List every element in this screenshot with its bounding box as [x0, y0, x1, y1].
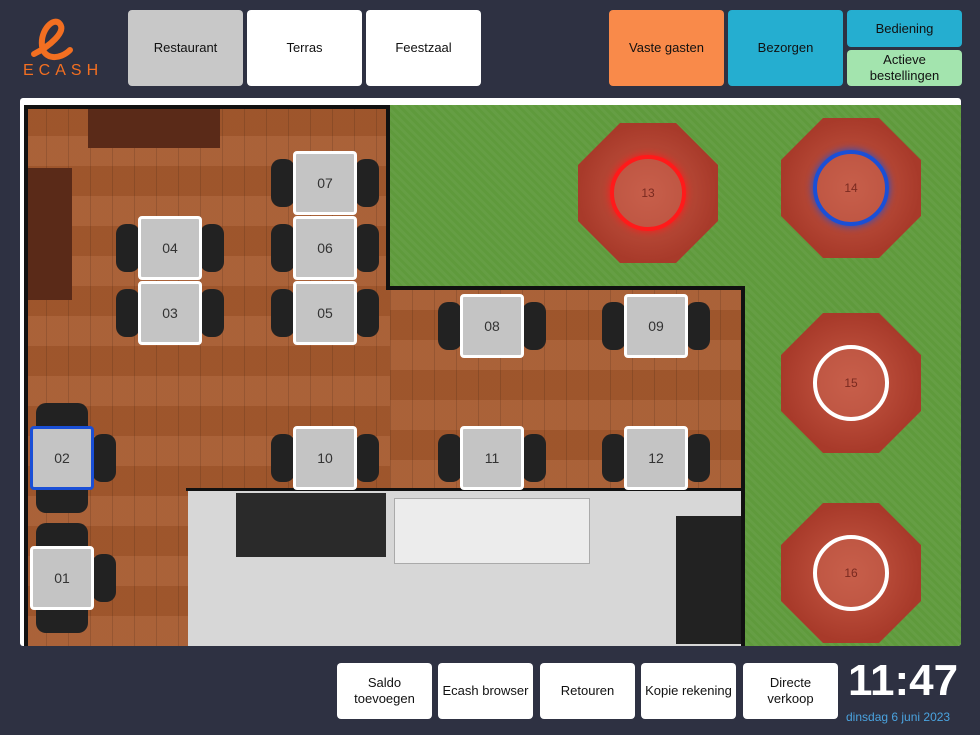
table-03[interactable]: 03 — [138, 281, 202, 345]
chair — [355, 159, 379, 207]
chair — [271, 289, 295, 337]
chair — [438, 302, 462, 350]
table-07[interactable]: 07 — [293, 151, 357, 215]
bediening-button[interactable]: Bediening — [847, 10, 962, 47]
vaste-gasten-button[interactable]: Vaste gasten — [609, 10, 724, 86]
chair — [686, 434, 710, 482]
chair — [355, 224, 379, 272]
terrace-table-15[interactable]: 15 — [781, 313, 921, 453]
chair — [271, 434, 295, 482]
side-counter — [28, 168, 72, 300]
wall — [24, 105, 390, 109]
table-06[interactable]: 06 — [293, 216, 357, 280]
table-05[interactable]: 05 — [293, 281, 357, 345]
kopie-rekening-button[interactable]: Kopie rekening — [641, 663, 736, 719]
terrace-table-13[interactable]: 13 — [578, 123, 718, 263]
logo-text: ECASH — [23, 62, 104, 79]
table-01[interactable]: 01 — [30, 546, 94, 610]
wall — [386, 105, 390, 290]
chair — [92, 554, 116, 602]
ecash-logo — [20, 16, 100, 82]
table-02[interactable]: 02 — [30, 426, 94, 490]
ecash-browser-button[interactable]: Ecash browser — [438, 663, 533, 719]
bezorgen-button[interactable]: Bezorgen — [728, 10, 843, 86]
tab-feestzaal[interactable]: Feestzaal — [366, 10, 481, 86]
directe-verkoop-button[interactable]: Directe verkoop — [743, 663, 838, 719]
wall — [386, 286, 744, 290]
tab-restaurant[interactable]: Restaurant — [128, 10, 243, 86]
clock-date: dinsdag 6 juni 2023 — [846, 710, 951, 724]
tab-terras[interactable]: Terras — [247, 10, 362, 86]
chair — [271, 159, 295, 207]
chair — [116, 289, 140, 337]
table-09[interactable]: 09 — [624, 294, 688, 358]
chair — [686, 302, 710, 350]
saldo-toevoegen-button[interactable]: Saldo toevoegen — [337, 663, 432, 719]
table-04[interactable]: 04 — [138, 216, 202, 280]
wall — [24, 105, 28, 646]
chair — [271, 224, 295, 272]
stove — [676, 516, 742, 644]
clock-time: 11:47 — [848, 656, 959, 705]
terrace-table-14[interactable]: 14 — [781, 118, 921, 258]
chair — [200, 289, 224, 337]
chair — [355, 289, 379, 337]
table-12[interactable]: 12 — [624, 426, 688, 490]
chair — [602, 302, 626, 350]
chair — [200, 224, 224, 272]
table-ring: 16 — [813, 535, 889, 611]
table-ring: 15 — [813, 345, 889, 421]
wall — [741, 286, 745, 646]
kitchen-sink — [394, 498, 590, 564]
table-ring: 13 — [610, 155, 686, 231]
chair — [438, 434, 462, 482]
actieve-bestellingen-button[interactable]: Actieve bestellingen — [847, 50, 962, 86]
retouren-button[interactable]: Retouren — [540, 663, 635, 719]
chair — [116, 224, 140, 272]
bar — [88, 108, 220, 148]
table-10[interactable]: 10 — [293, 426, 357, 490]
kitchen-counter — [236, 493, 386, 557]
table-11[interactable]: 11 — [460, 426, 524, 490]
table-08[interactable]: 08 — [460, 294, 524, 358]
table-ring: 14 — [813, 150, 889, 226]
chair — [92, 434, 116, 482]
terrace-table-16[interactable]: 16 — [781, 503, 921, 643]
chair — [602, 434, 626, 482]
chair — [522, 302, 546, 350]
chair — [355, 434, 379, 482]
chair — [522, 434, 546, 482]
